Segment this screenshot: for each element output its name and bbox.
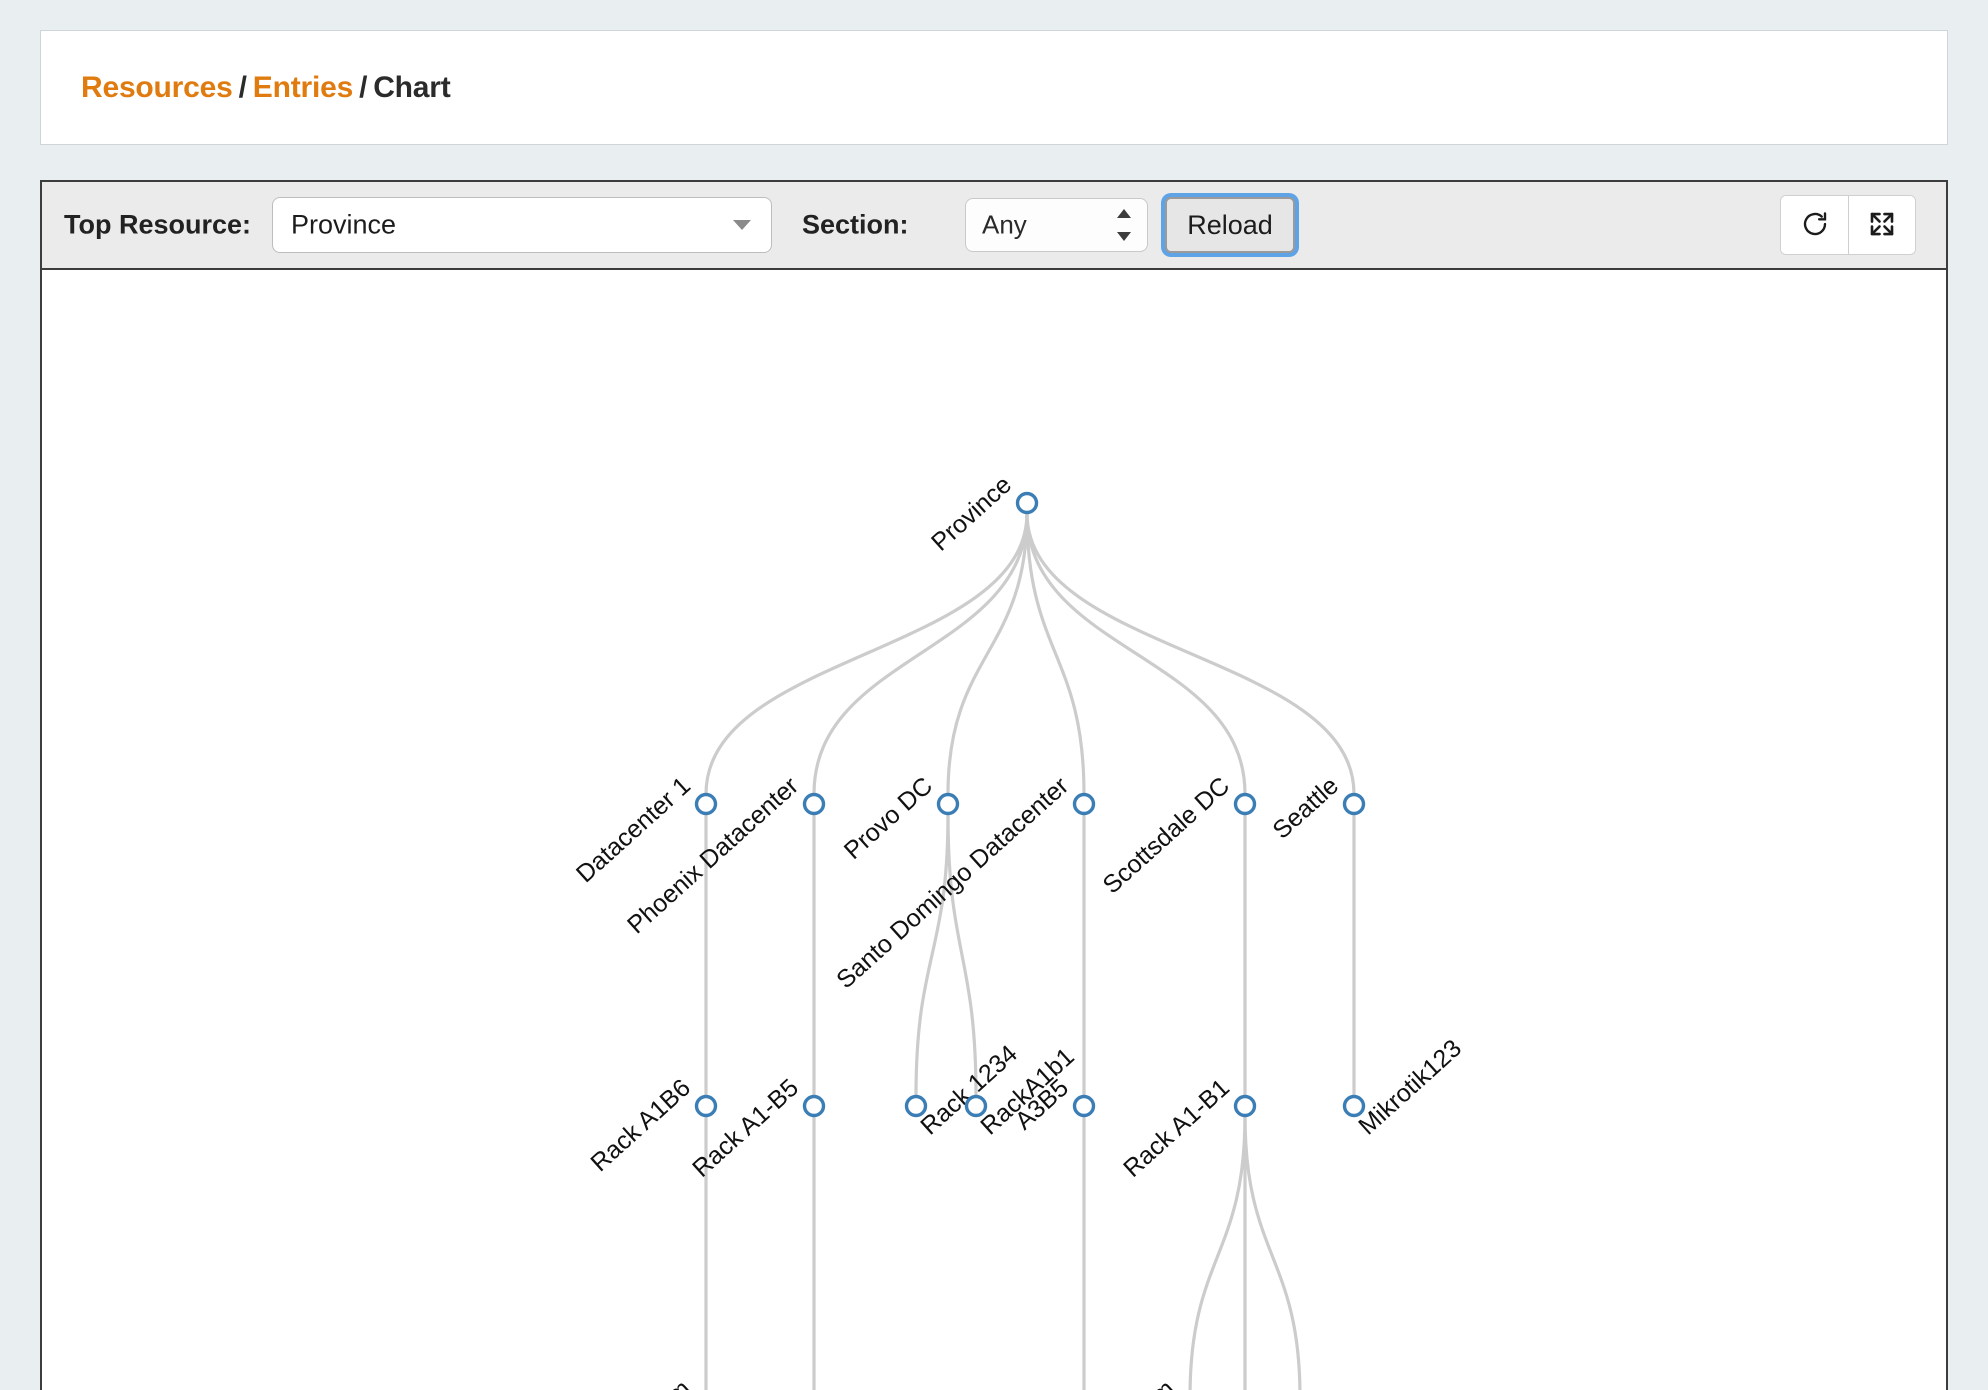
tree-link <box>1188 1115 1247 1390</box>
tree-node-label[interactable]: Rack A1-B1 <box>1118 1074 1235 1183</box>
top-resource-select[interactable]: Province <box>272 197 772 253</box>
breadcrumb-item-chart: Chart <box>373 70 451 104</box>
tree-node-circle[interactable] <box>802 792 826 816</box>
tree-node-circle[interactable] <box>1342 792 1366 816</box>
refresh-icon <box>1800 209 1830 242</box>
tree-node-circle[interactable] <box>1072 792 1096 816</box>
tree-link <box>812 512 1029 795</box>
tree-node-circle[interactable] <box>936 792 960 816</box>
breadcrumb-separator: / <box>238 70 247 104</box>
tree-link <box>914 813 950 1097</box>
breadcrumb-item-resources[interactable]: Resources <box>81 70 233 104</box>
refresh-button[interactable] <box>1781 196 1848 254</box>
tree-node-circle[interactable] <box>802 1094 826 1118</box>
section-label: Section: <box>802 209 909 240</box>
breadcrumb-separator: / <box>359 70 368 104</box>
breadcrumb-panel: Resources/Entries/Chart <box>40 30 1948 145</box>
tree-node[interactable]: Scottsdale DC <box>1098 772 1257 900</box>
section-value: Any <box>982 209 1027 240</box>
up-down-stepper-icon <box>1117 209 1131 241</box>
reload-button[interactable]: Reload <box>1165 197 1295 253</box>
tree-node-label[interactable]: Mikrotik123 <box>1353 1034 1467 1140</box>
tree-node[interactable]: cs1.az.com <box>1067 1375 1199 1390</box>
fullscreen-button[interactable] <box>1848 196 1915 254</box>
tree-node-label[interactable]: Province <box>926 471 1017 557</box>
tree-link <box>1025 512 1247 795</box>
tree-node-label[interactable]: Rack A1B6 <box>585 1074 696 1178</box>
tree-node[interactable]: Mikrotik123 <box>1342 1034 1468 1140</box>
breadcrumb-item-entries[interactable]: Entries <box>252 70 354 104</box>
tree-node-circle[interactable] <box>1342 1094 1366 1118</box>
tree-node-circle[interactable] <box>1015 491 1039 515</box>
chart-toolbar: Top Resource: Province Section: Any Relo… <box>42 182 1946 270</box>
tree-link <box>1025 512 1086 795</box>
tree-node-circle[interactable] <box>1233 792 1257 816</box>
chevron-down-icon <box>733 220 751 230</box>
tree-node[interactable]: Seattle <box>1267 772 1366 845</box>
tree-link <box>946 813 978 1097</box>
tree-node[interactable]: Provo DC <box>839 772 960 865</box>
tree-node-circle[interactable] <box>964 1094 988 1118</box>
tree-link <box>1025 512 1356 795</box>
tree-node-label[interactable]: Seattle <box>1267 772 1344 845</box>
tree-node-circle[interactable] <box>1233 1094 1257 1118</box>
tree-node-circle[interactable] <box>694 792 718 816</box>
chart-action-buttons <box>1780 195 1916 255</box>
breadcrumb: Resources/Entries/Chart <box>81 71 451 105</box>
section-select[interactable]: Any <box>965 198 1148 252</box>
tree-node-label[interactable]: Scottsdale DC <box>1098 772 1235 900</box>
tree-node-label[interactable]: Provo DC <box>839 772 938 865</box>
tree-node-label[interactable]: br7.6connect.com <box>530 1375 696 1390</box>
tree-link <box>1243 1115 1302 1390</box>
chart-panel: Top Resource: Province Section: Any Relo… <box>40 180 1948 1390</box>
tree-node[interactable]: br7.6connect.com <box>530 1375 716 1390</box>
fullscreen-icon <box>1867 209 1897 242</box>
tree-link <box>704 512 1029 795</box>
tree-node-circle[interactable] <box>1072 1094 1096 1118</box>
top-resource-label: Top Resource: <box>64 209 252 240</box>
tree-link <box>946 512 1029 795</box>
tree-node[interactable]: Rack A1-B1 <box>1118 1074 1257 1183</box>
top-resource-value: Province <box>291 209 397 240</box>
tree-node-circle[interactable] <box>904 1094 928 1118</box>
tree-links <box>704 512 1356 1390</box>
tree-node[interactable]: Rack A1-B5 <box>687 1074 826 1183</box>
tree-node-circle[interactable] <box>694 1094 718 1118</box>
